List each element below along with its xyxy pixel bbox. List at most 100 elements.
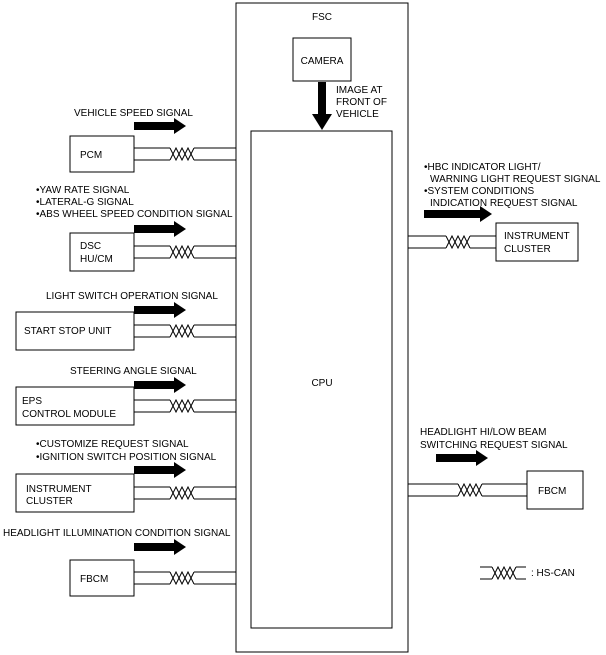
hs-can-wire-input-1 — [134, 244, 236, 260]
wire-twist — [445, 234, 471, 250]
arrow-shape — [134, 462, 186, 478]
module-label: START STOP UNIT — [24, 326, 111, 337]
hs-can-wire-input-0 — [134, 146, 236, 162]
wire-twist — [169, 485, 195, 501]
module-box-pcm — [69, 135, 135, 173]
signal-arrow-input-5 — [134, 539, 186, 555]
legend: : HS-CAN — [480, 565, 575, 581]
wire-twist — [457, 482, 483, 498]
module-label: CONTROL MODULE — [22, 409, 116, 420]
hs-can-wire-output-0 — [408, 234, 496, 250]
signal-label: WARNING LIGHT REQUEST SIGNAL — [430, 174, 601, 185]
image-label-line-3: VEHICLE — [336, 109, 379, 120]
signal-label: •SYSTEM CONDITIONS — [424, 186, 535, 197]
module-label: FBCM — [80, 574, 108, 585]
module-label: EPS — [22, 396, 42, 407]
wire-twist — [457, 482, 483, 498]
wire-twist — [169, 244, 195, 260]
module-box-instrument-cluster — [15, 473, 135, 513]
cpu-label: CPU — [311, 378, 332, 389]
signal-label: HEADLIGHT ILLUMINATION CONDITION SIGNAL — [3, 528, 231, 539]
signal-arrow-input-3 — [134, 377, 186, 393]
image-label-line-2: FRONT OF — [336, 97, 387, 108]
hs-can-wire-input-3 — [134, 398, 236, 414]
wire-twist — [491, 565, 517, 581]
camera-to-cpu-arrow — [312, 82, 332, 130]
input-start-stop-unit: LIGHT SWITCH OPERATION SIGNAL START STOP… — [15, 291, 218, 351]
wire-twist — [169, 485, 195, 501]
signal-label: INDICATION REQUEST SIGNAL — [430, 198, 578, 209]
input-eps-control-module: STEERING ANGLE SIGNAL EPS CONTROL MODULE — [15, 366, 197, 426]
signal-label: •HBC INDICATOR LIGHT/ — [424, 162, 541, 173]
signal-label: LIGHT SWITCH OPERATION SIGNAL — [46, 291, 218, 302]
input-instrument-cluster: •CUSTOMIZE REQUEST SIGNAL •IGNITION SWIT… — [15, 439, 217, 513]
image-label-line-1: IMAGE AT — [336, 85, 383, 96]
camera-label: CAMERA — [301, 56, 344, 67]
module-label: CLUSTER — [26, 496, 73, 507]
signal-label: •CUSTOMIZE REQUEST SIGNAL — [36, 439, 189, 450]
hs-can-wire-input-2 — [134, 323, 236, 339]
module-label: CLUSTER — [504, 244, 551, 255]
arrow-shape — [134, 539, 186, 555]
camera-box — [292, 37, 352, 82]
input-dsc-hu-cm: •YAW RATE SIGNAL •LATERAL-G SIGNAL •ABS … — [36, 185, 233, 272]
module-label: HU/CM — [80, 254, 113, 265]
signal-arrow-input-4 — [134, 462, 186, 478]
arrow-shape — [134, 302, 186, 318]
module-box-start-stop — [15, 311, 135, 351]
wire-twist — [169, 398, 195, 414]
cpu-box — [250, 130, 393, 629]
wire-twist — [169, 398, 195, 414]
module-box-out-fbcm — [526, 470, 584, 510]
wire-twist — [169, 570, 195, 586]
signal-arrow-input-0 — [134, 118, 186, 134]
module-box-dsc — [69, 232, 135, 272]
input-pcm: VEHICLE SPEED SIGNAL PCM — [69, 108, 193, 173]
wire-twist — [169, 570, 195, 586]
signal-label: •ABS WHEEL SPEED CONDITION SIGNAL — [36, 209, 233, 220]
output-instrument-cluster: •HBC INDICATOR LIGHT/ WARNING LIGHT REQU… — [424, 162, 601, 262]
arrow-shape — [134, 118, 186, 134]
hs-can-wires — [134, 146, 527, 586]
module-box-out-instrument-cluster — [495, 222, 579, 262]
module-label: FBCM — [538, 486, 566, 497]
module-label: PCM — [80, 150, 102, 161]
wire-twist — [169, 323, 195, 339]
signal-arrows — [134, 118, 492, 555]
signal-label: •IGNITION SWITCH POSITION SIGNAL — [36, 452, 217, 463]
wire-twist — [169, 146, 195, 162]
hs-can-wire-output-1 — [408, 482, 527, 498]
output-fbcm: HEADLIGHT HI/LOW BEAM SWITCHING REQUEST … — [420, 427, 584, 510]
signal-arrow-output-0 — [424, 206, 492, 222]
signal-arrow-output-1 — [436, 450, 488, 466]
signal-arrow-input-1 — [134, 221, 186, 237]
module-label: DSC — [80, 241, 101, 252]
signal-label: VEHICLE SPEED SIGNAL — [74, 108, 193, 119]
signal-label: SWITCHING REQUEST SIGNAL — [420, 440, 568, 451]
signal-label: •LATERAL-G SIGNAL — [36, 197, 134, 208]
module-label: INSTRUMENT — [504, 231, 570, 242]
signal-arrow-input-2 — [134, 302, 186, 318]
arrow-shape — [134, 377, 186, 393]
hs-can-wire-input-5 — [134, 570, 236, 586]
wire-twist — [169, 323, 195, 339]
legend-hs-can-symbol — [480, 565, 526, 581]
signal-label: HEADLIGHT HI/LOW BEAM — [420, 427, 547, 438]
arrow-shape — [134, 221, 186, 237]
wire-twist — [491, 565, 517, 581]
module-box-eps — [15, 386, 135, 426]
wire-twist — [445, 234, 471, 250]
arrow-shape — [424, 206, 492, 222]
module-box-fbcm — [69, 559, 135, 597]
input-fbcm: HEADLIGHT ILLUMINATION CONDITION SIGNAL … — [3, 528, 231, 597]
fsc-label: FSC — [312, 12, 332, 23]
wire-twist — [169, 146, 195, 162]
legend-label: : HS-CAN — [531, 568, 575, 579]
arrow-shape — [436, 450, 488, 466]
wire-twist — [169, 244, 195, 260]
signal-label: STEERING ANGLE SIGNAL — [70, 366, 197, 377]
signal-label: •YAW RATE SIGNAL — [36, 185, 130, 196]
hs-can-wire-input-4 — [134, 485, 236, 501]
